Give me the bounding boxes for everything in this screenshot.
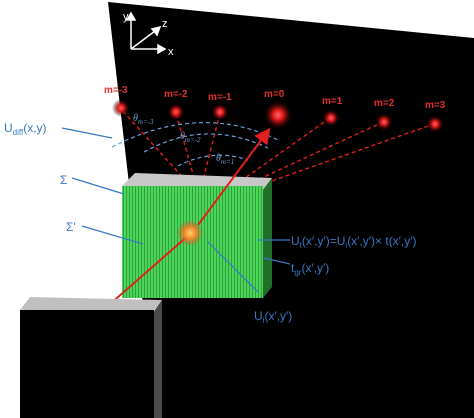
spot-m-minus-2 (167, 103, 185, 121)
angle-label-m-minus-3: θm=-3 (133, 113, 154, 126)
label-u-i: Ui(x′,y′) (254, 309, 292, 325)
axis-label-y: y (123, 11, 129, 23)
order-label-m-minus-2: m=-2 (164, 89, 188, 100)
order-label-m-minus-3: m=-3 (104, 85, 128, 96)
spot-m-2 (375, 113, 393, 131)
spot-m-minus-3 (112, 99, 130, 117)
angle-label-m-1: θm=1 (216, 153, 234, 166)
observation-screen (108, 2, 474, 418)
grating-side-face (263, 178, 272, 298)
spot-m-3 (426, 115, 444, 133)
order-label-m-3: m=3 (425, 100, 446, 111)
label-sigma: Σ (60, 173, 67, 187)
order-label-m-1: m=1 (322, 96, 343, 107)
label-u-t: Ut(x′,y′)=Ui(x′,y′)× t(x′,y′) (291, 234, 417, 250)
source-top-face (20, 297, 162, 312)
angle-label-m-minus-2: θm=-2 (180, 131, 201, 144)
source-front-face (20, 310, 154, 418)
label-t-gr: tgr(x′,y′) (291, 261, 329, 277)
order-label-m-minus-1: m=-1 (208, 92, 232, 103)
grating-block (122, 173, 272, 298)
label-sigma-prime: Σ′ (66, 220, 76, 234)
source-block (20, 297, 162, 418)
incident-spot (177, 220, 203, 246)
spot-m-minus-1 (211, 103, 229, 121)
spot-m-0 (263, 100, 293, 130)
order-label-m-2: m=2 (374, 98, 395, 109)
zero-order-beam (197, 127, 271, 226)
source-side-face (154, 300, 162, 418)
leader-lines (61, 127, 291, 293)
axis-label-x: x (168, 46, 174, 58)
order-label-m-0: m=0 (264, 89, 285, 100)
coordinate-axes (125, 11, 167, 55)
spot-m-1 (322, 109, 340, 127)
axis-label-z: z (162, 18, 168, 30)
angle-arcs (111, 122, 279, 167)
diffracted-beams (120, 108, 435, 193)
label-u-diff: Udiff(x,y) (4, 121, 47, 137)
